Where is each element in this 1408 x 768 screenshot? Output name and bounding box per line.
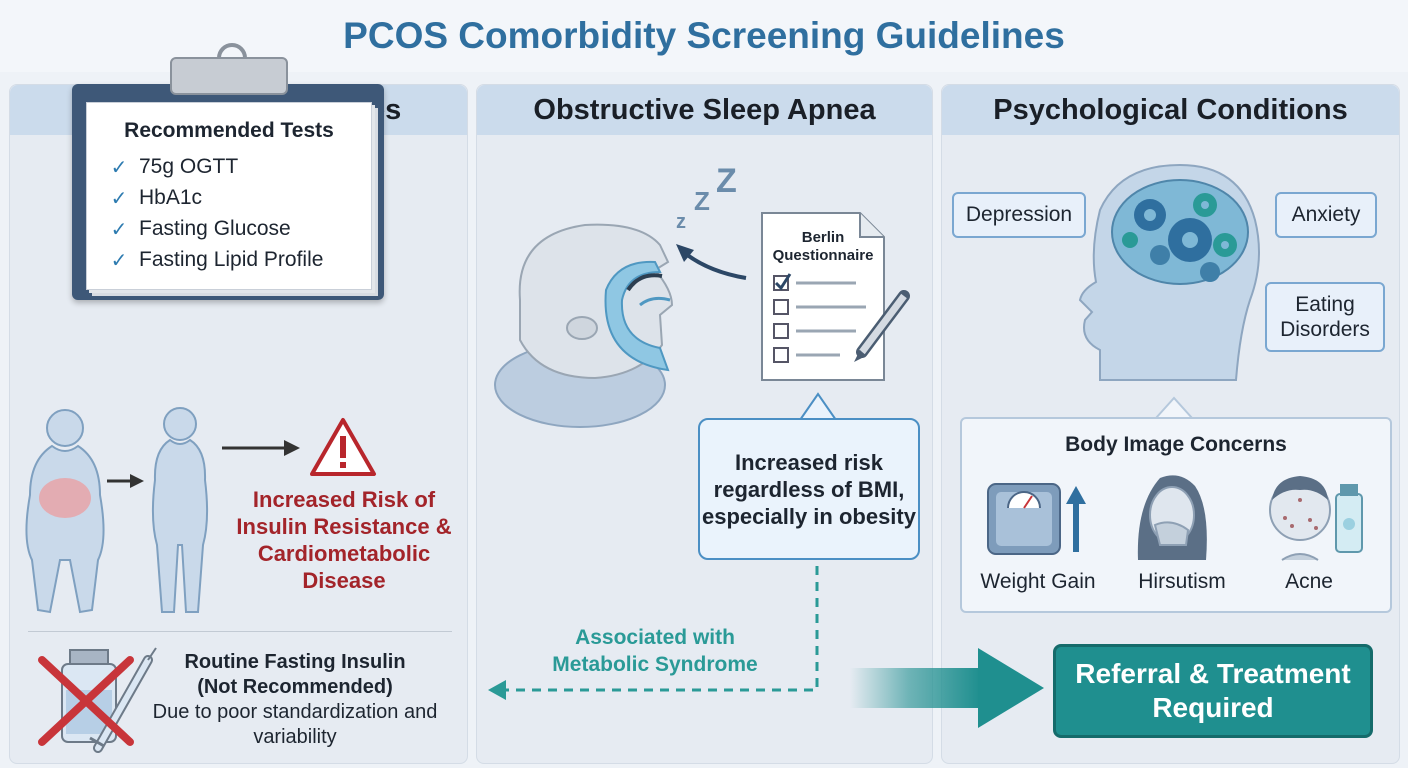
- body-silhouette-icon: [25, 409, 105, 614]
- sleep-heading: Obstructive Sleep Apnea: [477, 85, 932, 135]
- face-hand-icon: [1137, 475, 1207, 560]
- not-recommended-x-icon: [38, 656, 134, 746]
- psych-heading: Psychological Conditions: [942, 85, 1399, 135]
- association-label: Associated with Metabolic Syndrome: [552, 626, 758, 676]
- svg-text:Z: Z: [694, 186, 710, 216]
- svg-text:z: z: [676, 211, 686, 233]
- test-label: Fasting Glucose: [139, 217, 291, 240]
- sleeping-head-icon: [494, 223, 674, 428]
- syringe-icon: [89, 647, 157, 753]
- tests-title: Recommended Tests: [124, 119, 334, 142]
- questionnaire-icon: Berlin Questionnaire: [761, 212, 885, 381]
- fasting-insulin-note: Routine Fasting Insulin (Not Recommended…: [150, 650, 440, 750]
- warning-icon: [310, 418, 376, 476]
- insulin-risk-text: Increased Risk of Insulin Resistance & C…: [236, 487, 452, 593]
- condition-eating-disorders: Eating Disorders: [1265, 282, 1385, 352]
- right-arrow-icon: [850, 648, 1044, 728]
- body-silhouette-icon: [151, 407, 209, 613]
- scale-icon: [987, 483, 1061, 555]
- body-item-hirsutism: Hirsutism: [1138, 570, 1226, 593]
- svg-text:Z: Z: [716, 162, 737, 200]
- check-icon: ✓: [110, 156, 128, 179]
- divider: [28, 631, 452, 632]
- test-label: 75g OGTT: [139, 155, 239, 178]
- tests-paper: Recommended Tests ✓ 75g OGTT ✓ HbA1c ✓ F…: [86, 102, 372, 290]
- clip-icon: [170, 57, 288, 95]
- test-label: HbA1c: [139, 186, 203, 209]
- body-item-acne: Acne: [1285, 570, 1333, 593]
- sleep-risk-bubble: Increased risk regardless of BMI, especi…: [698, 418, 920, 560]
- check-icon: ✓: [110, 249, 128, 272]
- condition-depression: Depression: [952, 192, 1086, 238]
- insulin-subtitle: (Not Recommended): [197, 676, 393, 698]
- body-image-title: Body Image Concerns: [1065, 433, 1287, 456]
- test-label: Fasting Lipid Profile: [139, 248, 324, 271]
- body-item-weight-gain: Weight Gain: [980, 570, 1096, 593]
- clipboard-icon: Recommended Tests ✓ 75g OGTT ✓ HbA1c ✓ F…: [72, 84, 384, 300]
- up-arrow-icon: [1066, 486, 1086, 552]
- test-item: ✓ Fasting Glucose: [109, 217, 291, 241]
- condition-anxiety: Anxiety: [1275, 192, 1377, 238]
- insulin-title: Routine Fasting Insulin: [184, 651, 406, 673]
- referral-box: Referral & Treatment Required: [1053, 644, 1373, 738]
- test-item: ✓ Fasting Lipid Profile: [109, 248, 324, 272]
- cream-tube-icon: [1335, 484, 1363, 553]
- test-item: ✓ 75g OGTT: [109, 155, 239, 179]
- insulin-reason: Due to poor standardization and variabil…: [152, 701, 438, 748]
- svg-text:Questionnaire: Questionnaire: [773, 247, 874, 264]
- check-icon: ✓: [110, 187, 128, 210]
- check-icon: ✓: [110, 218, 128, 241]
- test-item: ✓ HbA1c: [109, 186, 202, 210]
- brain-gears-icon: [1078, 163, 1260, 381]
- zzz-icon: z Z Z: [676, 162, 737, 233]
- svg-text:Berlin: Berlin: [802, 229, 845, 246]
- pencil-icon: [854, 290, 910, 362]
- face-acne-icon: [1269, 476, 1331, 561]
